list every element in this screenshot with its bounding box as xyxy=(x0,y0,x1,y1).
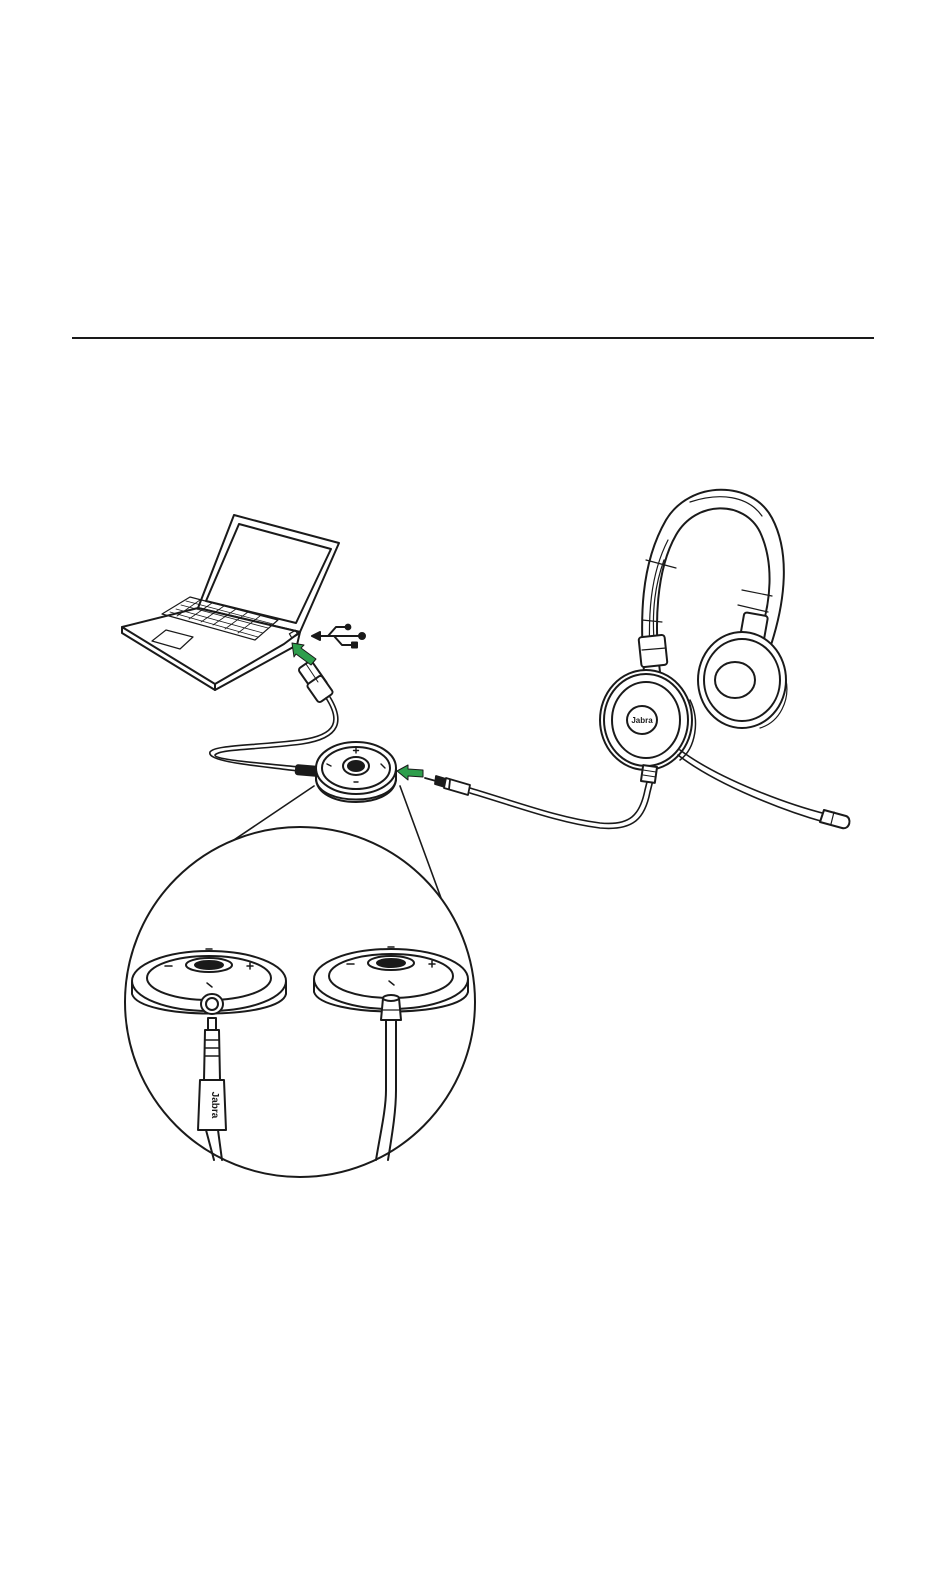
insert-arrow-jack xyxy=(397,765,423,780)
headset-brand-label: Jabra xyxy=(631,716,653,725)
headset-cable xyxy=(470,770,655,828)
usb-symbol-icon xyxy=(312,625,365,648)
usb-plug xyxy=(298,660,334,703)
headset-icon: Jabra xyxy=(600,490,849,828)
in-line-controller-icon xyxy=(296,742,396,802)
audio-jack-icon xyxy=(425,776,470,795)
plug-brand-label: Jabra xyxy=(209,1092,220,1119)
insert-arrow-usb xyxy=(292,643,316,665)
